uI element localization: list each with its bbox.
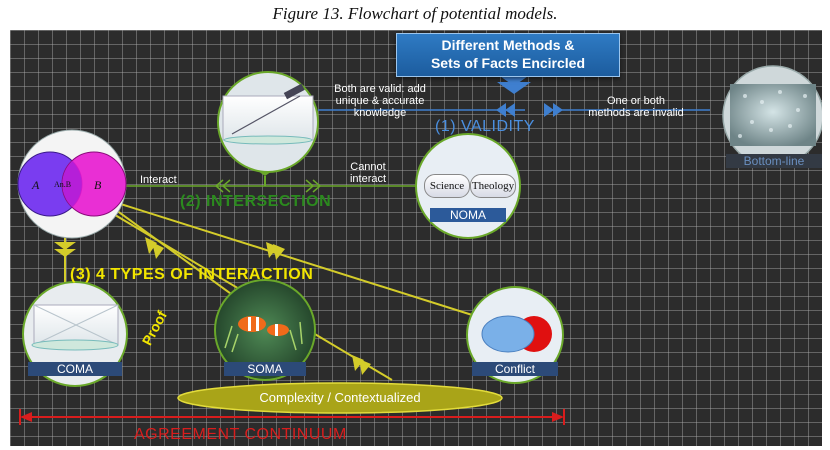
theology-pill: Theology (470, 174, 516, 198)
noma-label: NOMA (430, 208, 506, 222)
cannot-line-1: Cannot (350, 161, 386, 173)
venn-node (17, 129, 127, 239)
venn-label-b: B (94, 178, 102, 192)
venn-to-conflict-line (107, 199, 489, 321)
complexity-arrow (352, 355, 371, 375)
interact-arrow (214, 179, 231, 193)
invalid-text: One or both methods are invalid (566, 95, 706, 119)
cannot-interact-arrow (305, 179, 322, 193)
title-line-2: Sets of Facts Encircled (430, 55, 586, 71)
soma-arrow (145, 237, 164, 259)
soma-label: SOMA (224, 362, 306, 376)
invalid-line-2: methods are invalid (588, 107, 684, 119)
both-valid-text: Both are valid: add unique & accurate kn… (326, 83, 434, 119)
conflict-arrow (266, 242, 285, 260)
coma-node (22, 281, 128, 387)
cannot-interact-text: Cannot interact (339, 161, 397, 185)
both-valid-line-2: unique & accurate (335, 95, 425, 107)
title-line-1: Different Methods & (441, 37, 575, 53)
science-pill: Science (424, 174, 470, 198)
venn-label-a: A (32, 178, 40, 192)
bottom-line-node (722, 65, 822, 167)
title-down-arrow (497, 74, 531, 94)
validity-label: (1) VALIDITY (435, 118, 535, 135)
figure-caption: Figure 13. Flowchart of potential models… (272, 4, 558, 23)
agreement-continuum-label: AGREEMENT CONTINUUM (134, 426, 347, 443)
title-box: Different Methods & Sets of Facts Encirc… (396, 33, 620, 77)
intersection-label: (2) INTERSECTION (180, 193, 332, 210)
agreement-continuum-arrow (19, 409, 565, 425)
coma-label: COMA (28, 362, 122, 376)
interact-label: Interact (140, 174, 177, 186)
both-valid-line-1: Both are valid: add (334, 83, 426, 95)
complexity-ellipse (177, 382, 503, 414)
interaction-label: (3) 4 TYPES OF INTERACTION (70, 266, 314, 283)
coma-down-arrow (54, 242, 76, 257)
soma-node (214, 279, 316, 381)
cannot-line-2: interact (349, 173, 387, 185)
conflict-node (466, 286, 564, 384)
both-valid-line-3: knowledge (353, 107, 407, 119)
validity-arrow-left (496, 103, 515, 117)
validity-disc-node (217, 71, 319, 173)
venn-label-ab: An.B (54, 180, 72, 189)
complexity-label: Complexity / Contextualized (259, 390, 421, 405)
connector-layer (17, 65, 822, 425)
flowchart-board: Different Methods & Sets of Facts Encirc… (10, 30, 822, 446)
invalid-line-1: One or both (606, 95, 666, 107)
validity-arrow-right (544, 103, 563, 117)
conflict-label: Conflict (472, 362, 558, 376)
bottom-line-label: Bottom-line (726, 154, 822, 168)
